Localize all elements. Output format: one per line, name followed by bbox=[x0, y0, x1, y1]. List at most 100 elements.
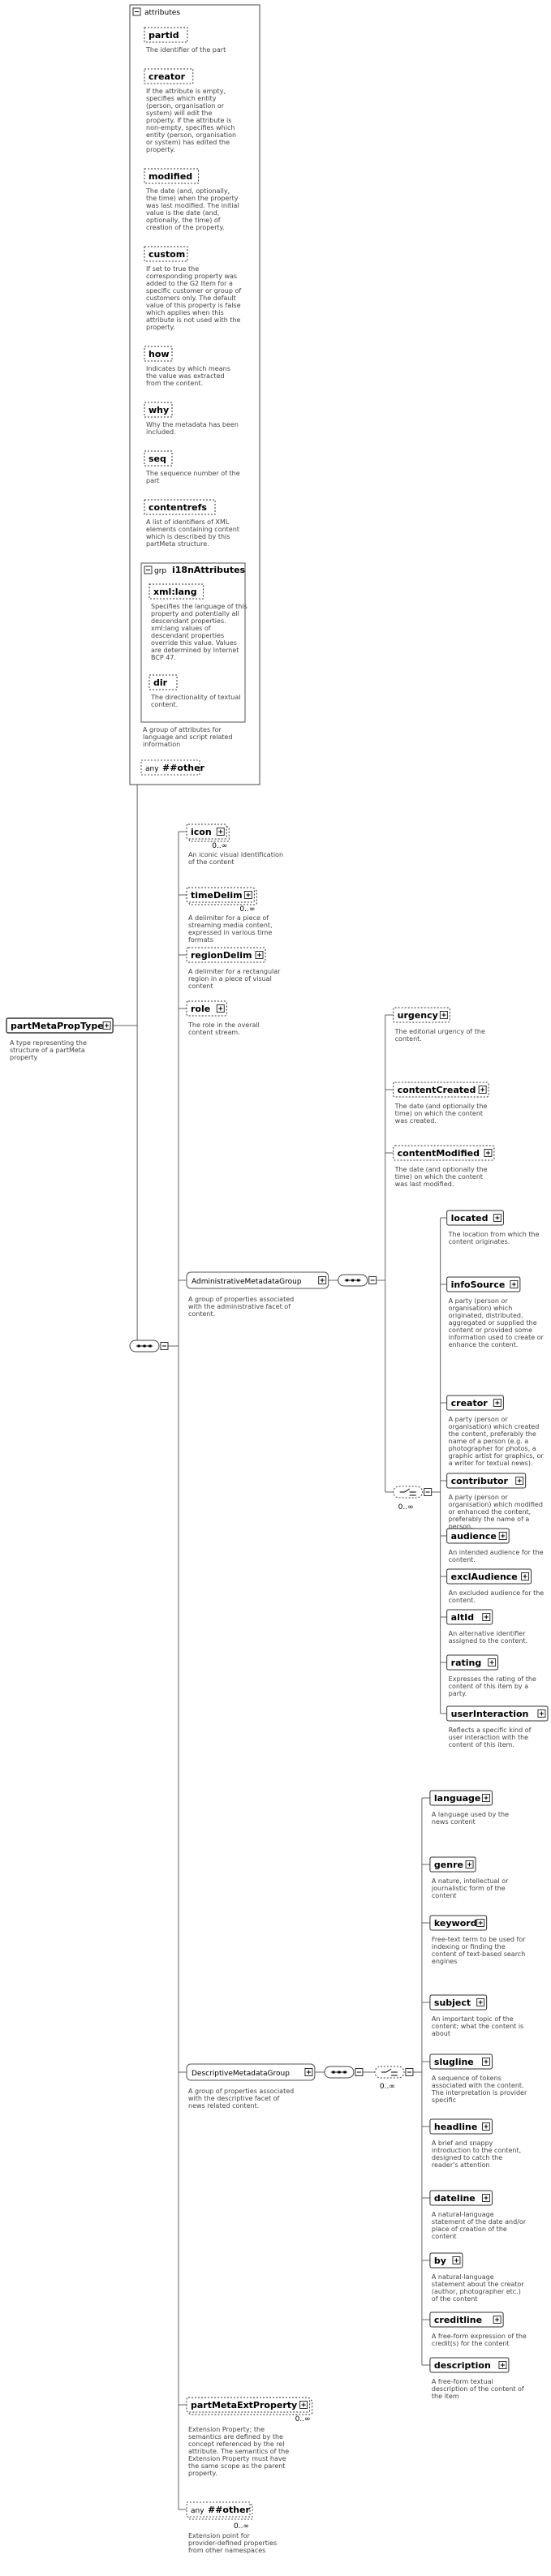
any-name: ##other bbox=[162, 763, 205, 773]
expand-icon[interactable] bbox=[481, 2058, 490, 2066]
expand-icon[interactable] bbox=[537, 1709, 546, 1718]
expand-icon[interactable] bbox=[102, 1021, 111, 1030]
attr-partid[interactable]: partid bbox=[144, 27, 188, 43]
doc-line: about bbox=[432, 2030, 450, 2037]
element-role[interactable]: role bbox=[186, 1000, 227, 1017]
descr-sequence-compositor[interactable] bbox=[324, 2066, 364, 2079]
element-headline[interactable]: headline bbox=[429, 2118, 493, 2135]
expand-icon[interactable] bbox=[484, 1149, 493, 1157]
attr-seq[interactable]: seq bbox=[144, 450, 173, 467]
attr-contentrefs[interactable]: contentrefs bbox=[144, 499, 216, 515]
element-exclaudience[interactable]: exclAudience bbox=[446, 1568, 532, 1585]
doc-line: information used to create or bbox=[449, 1334, 545, 1341]
element-creator[interactable]: creator bbox=[446, 1395, 504, 1411]
attr-creator[interactable]: creator bbox=[144, 68, 194, 84]
collapse-icon[interactable] bbox=[368, 1276, 377, 1284]
descr-choice-compositor[interactable] bbox=[374, 2066, 414, 2079]
element-description[interactable]: description bbox=[429, 2357, 510, 2373]
collapse-icon[interactable] bbox=[144, 566, 153, 574]
expand-icon[interactable] bbox=[515, 1477, 524, 1485]
doc-line: A group of properties associated bbox=[188, 1296, 294, 1303]
expand-icon[interactable] bbox=[452, 2256, 461, 2264]
element-dateline[interactable]: dateline bbox=[429, 2190, 493, 2206]
element-infosource[interactable]: infoSource bbox=[446, 1276, 521, 1292]
expand-icon[interactable] bbox=[510, 1280, 519, 1288]
collapse-icon[interactable] bbox=[160, 1342, 169, 1350]
element-contentcreated[interactable]: contentCreated bbox=[393, 1082, 489, 1098]
attribute-name: custom bbox=[149, 249, 185, 260]
any-attribute-node[interactable]: any##other bbox=[140, 759, 205, 776]
element-rating[interactable]: rating bbox=[446, 1654, 499, 1671]
element-audience[interactable]: audience bbox=[446, 1528, 510, 1544]
doc-line: Specifies the language of this bbox=[151, 603, 248, 610]
expand-icon[interactable] bbox=[304, 2068, 313, 2076]
expand-icon[interactable] bbox=[481, 2122, 490, 2131]
element-regiondelim[interactable]: regionDelim bbox=[186, 947, 266, 963]
expand-icon[interactable] bbox=[478, 1086, 487, 1094]
element-name: creditline bbox=[434, 2315, 482, 2325]
expand-icon[interactable] bbox=[521, 1572, 529, 1580]
element-name: altId bbox=[451, 1612, 474, 1623]
expand-icon[interactable] bbox=[216, 828, 225, 836]
doc-line: An alternative identifier bbox=[449, 1630, 527, 1637]
expand-icon[interactable] bbox=[498, 1532, 507, 1540]
expand-icon[interactable] bbox=[481, 1794, 490, 1802]
element-genre[interactable]: genre bbox=[429, 1856, 476, 1873]
collapse-icon[interactable] bbox=[424, 1488, 433, 1496]
element-name: contentModified bbox=[398, 1148, 480, 1159]
expand-icon[interactable] bbox=[243, 891, 252, 899]
element-subject[interactable]: subject bbox=[429, 1994, 488, 2010]
root-type-node[interactable]: partMetaPropType bbox=[6, 1017, 114, 1034]
element-creditline[interactable]: creditline bbox=[429, 2312, 504, 2328]
doc-line: If set to true the bbox=[146, 265, 199, 273]
expand-icon[interactable] bbox=[481, 2194, 490, 2202]
expand-icon[interactable] bbox=[493, 1214, 501, 1222]
expand-icon[interactable] bbox=[216, 1004, 225, 1013]
attr-xml-lang[interactable]: xml:lang bbox=[149, 583, 204, 600]
collapse-icon[interactable] bbox=[355, 2068, 364, 2076]
attr-why[interactable]: why bbox=[144, 402, 173, 418]
element-userinteraction[interactable]: userInteraction bbox=[446, 1705, 549, 1722]
expand-icon[interactable] bbox=[476, 1919, 485, 1927]
attr-custom[interactable]: custom bbox=[144, 246, 188, 262]
doc-line: The role in the overall bbox=[187, 1021, 260, 1029]
element-contentmodified[interactable]: contentModified bbox=[393, 1145, 495, 1161]
element-keyword[interactable]: keyword bbox=[429, 1915, 488, 1931]
element-by[interactable]: by bbox=[429, 2252, 463, 2269]
admin-sequence-compositor[interactable] bbox=[338, 1274, 377, 1287]
expand-icon[interactable] bbox=[318, 1276, 327, 1284]
expand-icon[interactable] bbox=[488, 1658, 497, 1666]
group-AdministrativeMetadataGroup[interactable]: AdministrativeMetadataGroup bbox=[186, 1271, 329, 1289]
expand-icon[interactable] bbox=[299, 2401, 308, 2409]
expand-icon[interactable] bbox=[493, 1399, 501, 1407]
attr-how[interactable]: how bbox=[144, 346, 173, 362]
group-DescriptiveMetadataGroup[interactable]: DescriptiveMetadataGroup bbox=[186, 2063, 316, 2081]
expand-icon[interactable] bbox=[482, 1613, 491, 1621]
attr-dir[interactable]: dir bbox=[149, 674, 178, 690]
admin-choice-compositor[interactable] bbox=[393, 1486, 433, 1499]
element-language[interactable]: language bbox=[429, 1790, 493, 1806]
element-slugline[interactable]: slugline bbox=[429, 2053, 493, 2070]
collapse-icon[interactable] bbox=[132, 7, 141, 16]
expand-icon[interactable] bbox=[493, 2316, 501, 2324]
expand-icon[interactable] bbox=[498, 2361, 507, 2369]
element-contributor[interactable]: contributor bbox=[446, 1473, 527, 1489]
element-altid[interactable]: altId bbox=[446, 1609, 493, 1625]
expand-icon[interactable] bbox=[465, 1860, 474, 1869]
main-sequence-compositor[interactable] bbox=[129, 1340, 169, 1353]
expand-icon[interactable] bbox=[439, 1011, 448, 1019]
collapse-icon[interactable] bbox=[405, 2068, 414, 2076]
element-urgency[interactable]: urgency bbox=[393, 1007, 450, 1023]
attr-modified[interactable]: modified bbox=[144, 168, 200, 184]
element-located[interactable]: located bbox=[446, 1210, 504, 1226]
expand-icon[interactable] bbox=[255, 951, 264, 959]
expand-icon[interactable] bbox=[476, 1998, 485, 2006]
doc-line: Reflects a specific kind of bbox=[449, 1727, 532, 1734]
